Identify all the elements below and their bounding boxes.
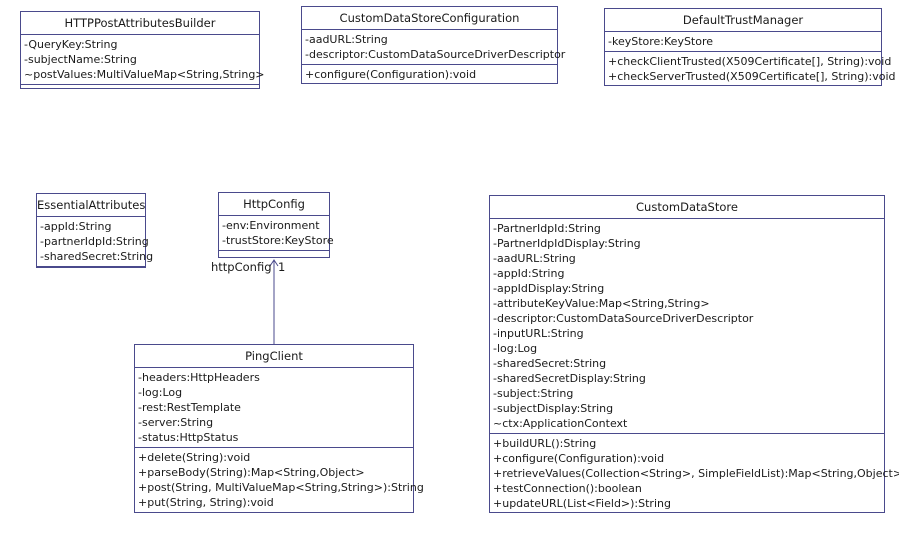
operations-compartment: [21, 85, 259, 87]
operation-row: +delete(String):void: [138, 451, 251, 464]
class-name: HttpConfig: [219, 193, 329, 216]
operation-row: +checkClientTrusted(X509Certificate[], S…: [608, 55, 892, 68]
attribute-row: -appId:String: [40, 220, 112, 233]
attribute-row: -descriptor:CustomDataSourceDriverDescri…: [305, 48, 566, 61]
attributes-compartment: -keyStore:KeyStore: [605, 32, 881, 52]
operation-row: +put(String, String):void: [138, 496, 274, 509]
class-customdatastore[interactable]: CustomDataStore -PartnerIdpId:String-Par…: [489, 195, 899, 513]
attribute-row: -attributeKeyValue:Map<String,String>: [493, 297, 710, 310]
attribute-row: -log:Log: [493, 342, 538, 355]
class-essentialattributes[interactable]: EssentialAttributes -appId:String -partne…: [36, 193, 154, 269]
attributes-compartment: -appId:String -partnerIdpId:String -shared…: [37, 217, 154, 267]
class-httppostattributesbuilder[interactable]: HTTPPostAttributesBuilder -QueryKey:Stri…: [20, 11, 265, 89]
attribute-row: ~ctx:ApplicationContext: [493, 417, 628, 430]
class-customdatastoreconfiguration[interactable]: CustomDataStoreConfiguration -aadURL:Str…: [301, 6, 566, 84]
operation-row: +buildURL():String: [493, 437, 597, 450]
attributes-compartment: -env:Environment -trustStore:KeyStore: [219, 216, 334, 251]
attributes-compartment: -QueryKey:String -subjectName:String ~post…: [21, 35, 265, 85]
operations-compartment: +checkClientTrusted(X509Certificate[], S…: [605, 52, 896, 86]
operation-row: +parseBody(String):Map<String,Object>: [138, 466, 365, 479]
operations-compartment: +configure(Configuration):void: [302, 65, 557, 84]
attribute-row: -subjectName:String: [24, 53, 137, 66]
attribute-row: -inputURL:String: [493, 327, 584, 340]
attribute-row: -sharedSecret:String: [493, 357, 607, 370]
attribute-row: -sharedSecretDisplay:String: [493, 372, 646, 385]
navigability-arrowhead: [269, 259, 279, 267]
attribute-row: -sharedSecret:String: [40, 250, 154, 263]
attribute-row: -headers:HttpHeaders: [138, 371, 260, 384]
operations-compartment: +delete(String):void +parseBody(String):M…: [135, 448, 424, 512]
attribute-row: -status:HttpStatus: [138, 431, 239, 444]
class-defaulttrustmanager[interactable]: DefaultTrustManager -keyStore:KeyStore +…: [604, 8, 896, 86]
operation-row: +post(String, MultiValueMap<String,Strin…: [138, 481, 424, 494]
class-name: CustomDataStore: [490, 196, 884, 219]
attribute-row: -env:Environment: [222, 219, 320, 232]
attribute-row: -log:Log: [138, 386, 183, 399]
operation-row: +checkServerTrusted(X509Certificate[], S…: [608, 70, 896, 83]
attributes-compartment: -aadURL:String -descriptor:CustomDataSour…: [302, 30, 566, 65]
class-name: EssentialAttributes: [37, 194, 145, 217]
class-pingclient[interactable]: PingClient -headers:HttpHeaders-log:Log-…: [134, 344, 424, 513]
operation-row: +testConnection():boolean: [493, 482, 642, 495]
attribute-row: -rest:RestTemplate: [138, 401, 241, 414]
attribute-row: -subjectDisplay:String: [493, 402, 614, 415]
attribute-row: -QueryKey:String: [24, 38, 118, 51]
attribute-row: -PartnerIdpId:String: [493, 222, 601, 235]
association-multiplicity-label: 1: [278, 260, 286, 274]
attribute-row: -partnerIdpId:String: [40, 235, 149, 248]
association-role-label: httpConfig: [211, 260, 272, 274]
operations-compartment: [37, 267, 145, 269]
class-name: PingClient: [135, 345, 413, 368]
attribute-row: -aadURL:String: [493, 252, 576, 265]
operation-row: +updateURL(List<Field>):String: [493, 497, 671, 510]
attribute-row: -appId:String: [493, 267, 565, 280]
operation-row: +configure(Configuration):void: [305, 68, 477, 81]
class-name: CustomDataStoreConfiguration: [302, 7, 557, 30]
attribute-row: -appIdDisplay:String: [493, 282, 605, 295]
attribute-row: -descriptor:CustomDataSourceDriverDescri…: [493, 312, 754, 325]
attribute-row: -keyStore:KeyStore: [608, 35, 714, 48]
attribute-row: -trustStore:KeyStore: [222, 234, 334, 247]
operations-compartment: [219, 251, 329, 253]
operation-row: +retrieveValues(Collection<String>, Simp…: [493, 467, 899, 480]
attribute-row: -subject:String: [493, 387, 574, 400]
attribute-row: -PartnerIdpIdDisplay:String: [493, 237, 641, 250]
attributes-compartment: -headers:HttpHeaders -log:Log -rest:RestTe…: [135, 368, 413, 448]
attribute-row: -aadURL:String: [305, 33, 388, 46]
class-name: HTTPPostAttributesBuilder: [21, 12, 259, 35]
attributes-compartment: -PartnerIdpId:String -PartnerIdpIdDisplay…: [490, 219, 884, 434]
class-name: DefaultTrustManager: [605, 9, 881, 32]
operations-compartment: +buildURL():String +configure(Configurati…: [490, 434, 899, 513]
operation-row: +configure(Configuration):void: [493, 452, 665, 465]
attribute-row: -server:String: [138, 416, 214, 429]
attribute-row: ~postValues:MultiValueMap<String,String>: [24, 68, 265, 81]
class-httpconfig[interactable]: HttpConfig -env:Environment -trustStore:K…: [218, 192, 334, 258]
